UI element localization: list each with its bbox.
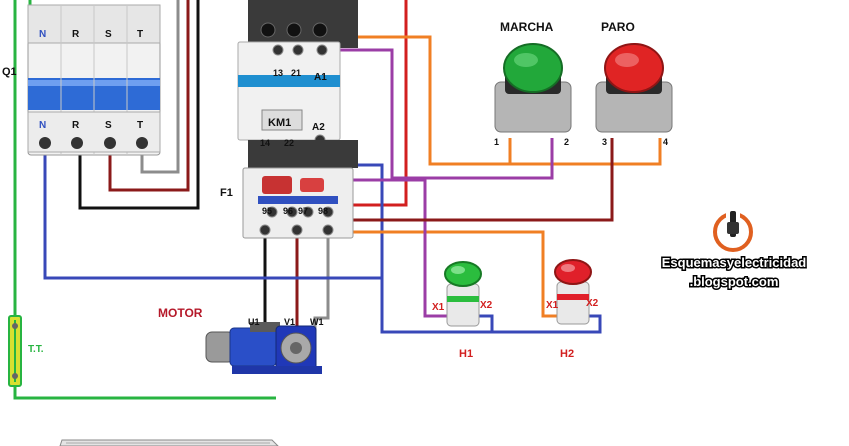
lamp-h1-body — [446, 283, 480, 327]
lamp-h1-x2: X2 — [480, 300, 493, 311]
lamp-h2-lens — [554, 259, 592, 285]
relay-tag: F1 — [220, 187, 233, 199]
ground-terminal-screw-top — [12, 323, 18, 329]
brand-line2: .blogspot.com — [690, 274, 779, 289]
pilot-lamp-h2 — [554, 259, 592, 325]
ground-label: T.T. — [28, 344, 44, 355]
lamp-h1-glare — [451, 266, 465, 274]
start-terminal-1: 1 — [494, 137, 499, 147]
motor-terminal-v1: V1 — [284, 317, 295, 327]
start-button-shine — [514, 53, 538, 67]
lamp-h1-stripe — [447, 296, 479, 302]
start-button[interactable] — [494, 43, 572, 133]
breaker-bottom-s: S — [105, 120, 112, 131]
motor-terminal-w1: W1 — [310, 317, 324, 327]
contactor-terminal-21: 21 — [291, 68, 301, 78]
relay-terminal-97: 97 — [298, 206, 308, 216]
motor-title: MOTOR — [158, 306, 203, 320]
breaker-bottom-t: T — [137, 120, 143, 131]
lamp-h2-glare — [561, 264, 575, 272]
breaker-top-t: T — [137, 29, 143, 40]
wire-darkred-main — [108, 0, 190, 192]
contactor-terminal-22: 22 — [284, 138, 294, 148]
breaker-top-r: R — [72, 29, 80, 40]
contactor-tag: KM1 — [268, 117, 291, 129]
start-terminal-2: 2 — [564, 137, 569, 147]
motor-terminal-box — [250, 322, 280, 332]
relay-button — [300, 178, 324, 192]
stop-button-cap — [604, 43, 664, 93]
motor — [205, 322, 322, 374]
lamp-h2-stripe — [557, 294, 589, 300]
motor-feet — [232, 366, 322, 374]
start-button-title: MARCHA — [500, 20, 554, 34]
motor-housing — [229, 327, 277, 367]
lamp-h1-tag: H1 — [459, 348, 473, 360]
contactor-lower-body — [248, 140, 358, 168]
breaker-top-n: N — [39, 29, 46, 40]
motor-terminal-u1: U1 — [248, 317, 260, 327]
breaker-bottom-n: N — [39, 120, 46, 131]
ground-terminal — [8, 315, 22, 387]
relay-screws — [259, 206, 334, 236]
stop-terminal-3: 3 — [602, 137, 607, 147]
contactor — [237, 0, 358, 168]
pilot-lamp-h1 — [444, 261, 482, 327]
stop-button[interactable] — [595, 43, 673, 133]
lamp-h1-lens — [444, 261, 482, 287]
brand-logo — [713, 208, 753, 252]
breaker-screws — [39, 137, 148, 149]
wire-red-control — [350, 0, 408, 207]
contactor-brand-strip — [238, 75, 340, 87]
lamp-h2-body — [556, 281, 590, 325]
brand-line1: Esquemasyelectricidad — [662, 255, 807, 270]
relay-terminal-96: 96 — [283, 206, 293, 216]
contactor-top-screws — [260, 22, 328, 38]
relay-dial — [262, 176, 292, 194]
contactor-terminal-a1: A1 — [314, 72, 327, 83]
motor-shaft — [290, 342, 302, 354]
contactor-terminal-13: 13 — [273, 68, 283, 78]
stop-button-shine — [615, 53, 639, 67]
relay-terminal-95: 95 — [262, 206, 272, 216]
contactor-terminal-a2: A2 — [312, 122, 325, 133]
lamp-h2-tag: H2 — [560, 348, 574, 360]
start-button-cap — [503, 43, 563, 93]
breaker-top-s: S — [105, 29, 112, 40]
stop-terminal-4: 4 — [663, 137, 668, 147]
lamp-h1-x1: X1 — [432, 302, 445, 313]
relay-label-strip — [258, 196, 338, 204]
wire-gray-main — [140, 0, 180, 174]
wire-motor-w — [313, 235, 330, 330]
power-plug-head — [727, 222, 739, 234]
din-rail — [59, 439, 279, 446]
ground-terminal-screw-bottom — [12, 373, 18, 379]
wire-black-main — [78, 0, 200, 210]
contactor-terminal-14: 14 — [260, 138, 270, 148]
breaker-bottom-r: R — [72, 120, 80, 131]
circuit-breaker — [27, 4, 161, 156]
lamp-h2-x2: X2 — [586, 298, 599, 309]
breaker-tag: Q1 — [2, 66, 17, 78]
overload-relay — [242, 167, 354, 239]
contactor-window — [261, 109, 303, 131]
stop-button-title: PARO — [601, 20, 635, 34]
relay-terminal-98: 98 — [318, 206, 328, 216]
lamp-h2-x1: X1 — [546, 300, 559, 311]
